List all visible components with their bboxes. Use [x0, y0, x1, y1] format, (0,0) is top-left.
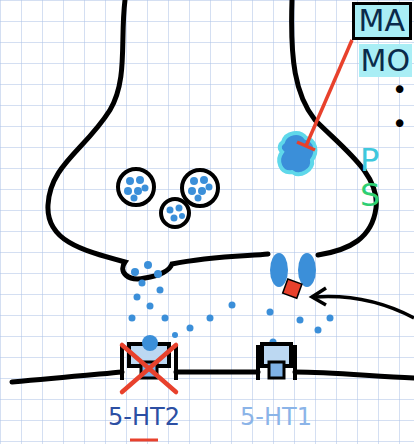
- arrow-head: [312, 288, 326, 305]
- pointer-arrow: [315, 297, 414, 318]
- bullet: •: [392, 110, 407, 139]
- inhibition-arrow: [306, 40, 352, 146]
- transporter: [298, 253, 316, 287]
- receptor-stem: [269, 362, 284, 378]
- bound-serotonin: [142, 335, 158, 351]
- letter-label: S: [360, 178, 380, 213]
- highlight-text: MO: [359, 44, 413, 77]
- blocker: [283, 279, 302, 298]
- receptor-label: 5-HT1: [240, 404, 312, 430]
- inhibition-bar: [297, 142, 315, 150]
- blocked-cross: [122, 345, 176, 392]
- receptor: [258, 345, 295, 380]
- presynaptic-membrane: [48, 0, 376, 279]
- node-text: MA: [359, 5, 405, 37]
- transporter: [270, 253, 288, 287]
- bullet: •: [392, 76, 407, 105]
- postsynaptic-membrane: [12, 372, 414, 382]
- underline: [130, 439, 158, 442]
- letter-label: P: [360, 143, 379, 178]
- receptor-label: 5-HT2: [108, 404, 180, 430]
- neurotransmitter-dots: [124, 176, 334, 347]
- vesicles: [118, 169, 218, 227]
- boxed-heading: MA: [352, 2, 412, 40]
